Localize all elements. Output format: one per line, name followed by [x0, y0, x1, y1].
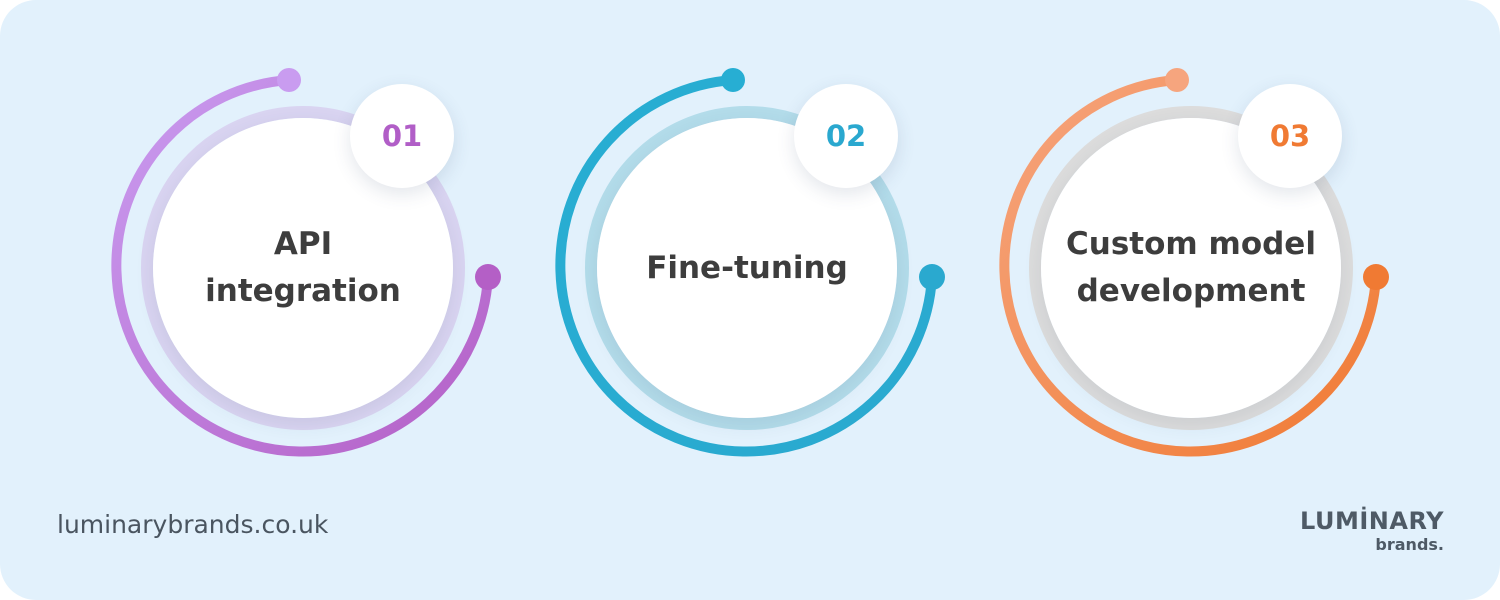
step-1: API integration 01 — [0, 0, 501, 600]
website-url: luminarybrands.co.uk — [57, 510, 329, 539]
step-2-number-badge: 02 — [794, 84, 898, 188]
step-1-label: API integration — [205, 226, 401, 309]
step-2-label: Fine-tuning — [646, 249, 848, 286]
step-2-number: 02 — [825, 119, 867, 153]
step-3-number-badge: 03 — [1238, 84, 1342, 188]
step-3-number: 03 — [1269, 119, 1311, 153]
step-3-label: Custom model development — [1066, 226, 1316, 309]
step-2: Fine-tuning 02 — [444, 0, 945, 600]
step-1-number: 01 — [381, 119, 423, 153]
brand-logo: LUMİNARY brands. — [1300, 508, 1444, 554]
step-2-arc — [555, 68, 945, 457]
step-1-arc — [111, 68, 501, 457]
step-3: Custom model development 03 — [888, 0, 1389, 600]
brand-name: LUMİNARY — [1300, 507, 1444, 535]
step-3-arc — [999, 68, 1389, 457]
brand-subtitle: brands. — [1375, 535, 1444, 554]
step-1-number-badge: 01 — [350, 84, 454, 188]
